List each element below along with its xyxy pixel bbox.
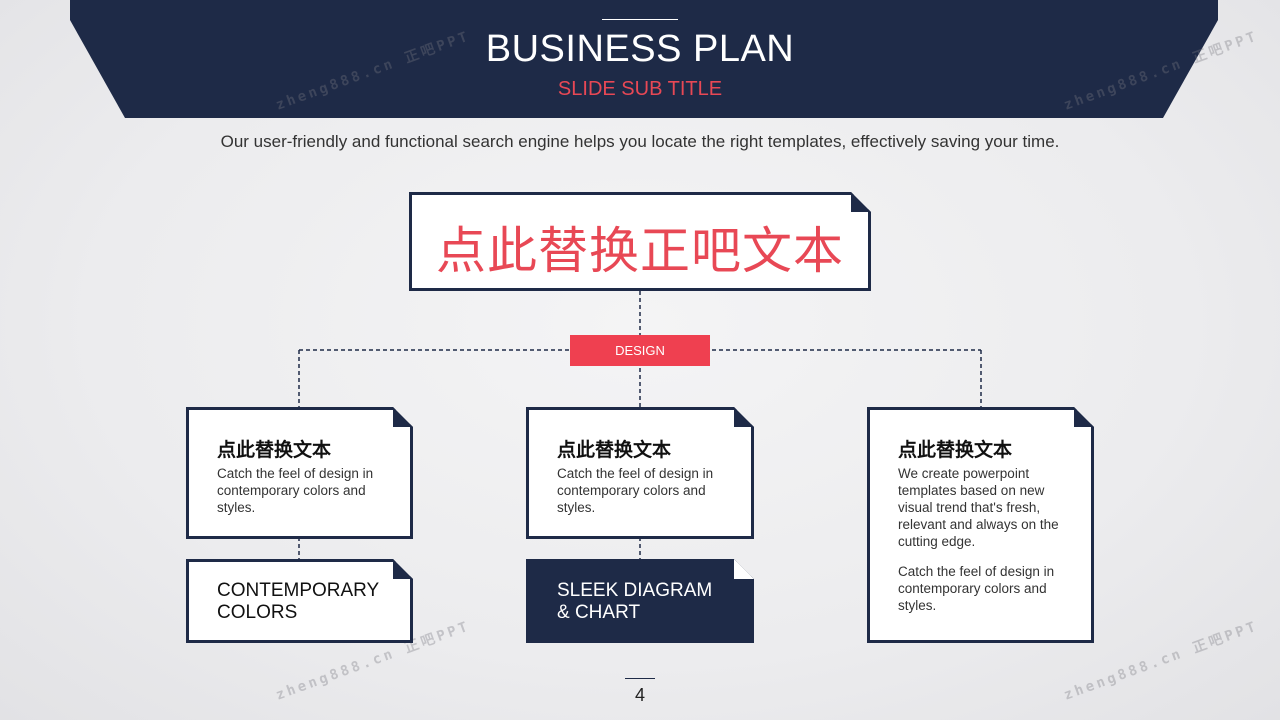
design-tag: DESIGN [570, 335, 710, 366]
label-line: & CHART [557, 602, 641, 623]
page-fold-icon [734, 407, 754, 427]
card-paragraph: Catch the feel of design in contemporary… [217, 466, 374, 515]
page-fold-icon [393, 407, 413, 427]
page-number-line [625, 678, 655, 679]
main-text: 点此替换正吧文本 [436, 222, 844, 280]
label-box-sleek-diagram[interactable]: SLEEK DIAGRAM & CHART [526, 559, 754, 643]
card-body: Catch the feel of design in contemporary… [217, 465, 388, 516]
page-fold-icon [1074, 407, 1094, 427]
info-card-1[interactable]: 点此替换文本 Catch the feel of design in conte… [186, 407, 413, 539]
page-fold-icon [734, 559, 754, 579]
header-band [70, 0, 1218, 118]
slide-subtitle: SLIDE SUB TITLE [557, 78, 723, 100]
card-paragraph: Catch the feel of design in contemporary… [557, 466, 714, 515]
card-paragraph: We create powerpoint templates based on … [898, 466, 1059, 549]
card-title: 点此替换文本 [217, 439, 332, 461]
card-paragraph: Catch the feel of design in contemporary… [898, 564, 1055, 613]
main-text-box[interactable]: 点此替换正吧文本 [409, 192, 871, 291]
label-line: CONTEMPORARY [217, 580, 380, 601]
label-line: COLORS [217, 602, 298, 623]
card-body: Catch the feel of design in contemporary… [557, 465, 729, 516]
label-text: CONTEMPORARY COLORS [217, 580, 379, 624]
card-title: 点此替换文本 [557, 439, 672, 461]
slide-title: BUSINESS PLAN [485, 28, 795, 70]
card-body: We create powerpoint templates based on … [898, 465, 1069, 614]
label-box-contemporary-colors[interactable]: CONTEMPORARY COLORS [186, 559, 413, 643]
info-card-2[interactable]: 点此替换文本 Catch the feel of design in conte… [526, 407, 754, 539]
page-fold-icon [393, 559, 413, 579]
title-accent-line [602, 19, 678, 20]
card-title: 点此替换文本 [898, 439, 1013, 461]
page-fold-icon [851, 192, 871, 212]
label-text: SLEEK DIAGRAM & CHART [557, 580, 712, 624]
label-line: SLEEK DIAGRAM [557, 580, 713, 601]
intro-text: Our user-friendly and functional search … [220, 132, 1060, 151]
page-number: 4 [634, 685, 645, 705]
info-card-3[interactable]: 点此替换文本 We create powerpoint templates ba… [867, 407, 1094, 643]
